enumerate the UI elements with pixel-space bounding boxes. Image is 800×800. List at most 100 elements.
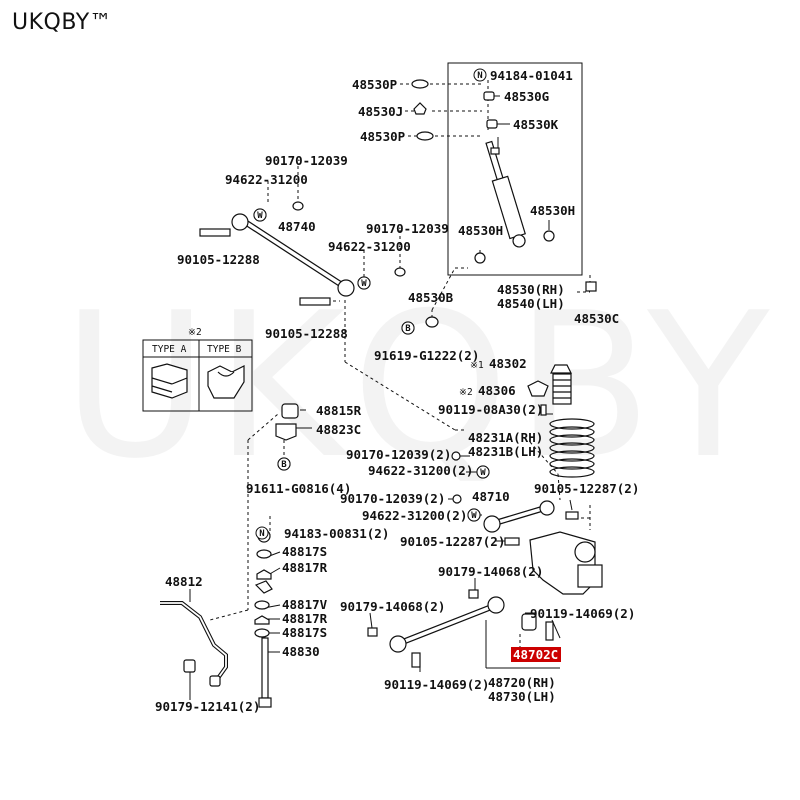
bolt-90105-12288-b-shape [299, 297, 331, 306]
nut-90179-14068-a-shape [468, 589, 479, 599]
label-48740[interactable]: 48740 [278, 219, 316, 234]
bushing-48702c-shape [521, 613, 537, 631]
washer-48817s-a-shape [256, 549, 272, 559]
bolt-90105-12287-a-shape [565, 511, 579, 520]
label-48530k[interactable]: 48530K [513, 117, 559, 132]
label-90105-12288-a[interactable]: 90105-12288 [177, 252, 260, 267]
label-48530p-b[interactable]: 48530P [360, 129, 405, 144]
label-90170-12039-b[interactable]: 90170-12039 [366, 221, 449, 236]
type-a-label: TYPE A [152, 344, 187, 355]
brand-logo-text: UKQBY™ [12, 10, 113, 35]
n-badge-2-icon [255, 526, 269, 540]
w-badge-3-icon [476, 465, 490, 479]
label-48231b-lh[interactable]: 48231B(LH) [468, 444, 543, 459]
w-badge-2-icon [357, 276, 371, 290]
note1-marker: ※1 [470, 360, 484, 371]
w-symbol-4: W [471, 511, 477, 521]
cushion-48530k-shape [486, 119, 498, 129]
n-badge-1-icon [473, 68, 487, 82]
bushing-48817r-b-shape [254, 615, 270, 625]
label-90105-12287-b[interactable]: 90105-12287(2) [400, 534, 505, 549]
label-90179-14068-b[interactable]: 90179-14068(2) [340, 599, 445, 614]
bolt-90119-08a30-shape [540, 404, 547, 416]
label-48530p-top[interactable]: 48530P [352, 77, 397, 92]
label-48830[interactable]: 48830 [282, 644, 320, 659]
bushing-48815r-shape [281, 403, 299, 419]
b-symbol-1: B [405, 324, 411, 334]
n-symbol-2: N [259, 529, 264, 539]
bushing-48530b-shape [425, 316, 439, 328]
lateral-rod-48720-shape [389, 596, 505, 653]
label-48817s-a[interactable]: 48817S [282, 544, 327, 559]
shock-absorber-box [447, 62, 583, 276]
washer-48530p-b-shape [416, 131, 434, 141]
label-48306[interactable]: 48306 [478, 383, 516, 398]
label-90119-14069-a[interactable]: 90119-14069(2) [530, 606, 635, 621]
label-48817v[interactable]: 48817V [282, 597, 328, 612]
label-94183-00831[interactable]: 94183-00831(2) [284, 526, 389, 541]
label-90170-12039-2a[interactable]: 90170-12039(2) [346, 447, 451, 462]
highlight-48702c-box [511, 647, 561, 662]
label-91619-g1222[interactable]: 91619-G1222(2) [374, 348, 479, 363]
label-90170-12039-a[interactable]: 90170-12039 [265, 153, 348, 168]
label-48730-lh[interactable]: 48730(LH) [488, 689, 556, 704]
label-48823c[interactable]: 48823C [316, 422, 361, 437]
label-90170-12039-2b[interactable]: 90170-12039(2) [340, 491, 445, 506]
label-48530h-b[interactable]: 48530H [530, 203, 575, 218]
w-symbol-2: W [361, 279, 367, 289]
b-symbol-2: B [281, 460, 287, 470]
label-48817r-b[interactable]: 48817R [282, 611, 328, 626]
n-symbol-1: N [477, 71, 482, 81]
label-48815r[interactable]: 48815R [316, 403, 362, 418]
label-91611-g0816[interactable]: 91611-G0816(4) [246, 481, 351, 496]
link-48830-end-shape [258, 697, 272, 708]
bolt-90105-12288-a-shape [199, 228, 231, 237]
label-48817r-a[interactable]: 48817R [282, 560, 328, 575]
label-48530g[interactable]: 48530G [504, 89, 549, 104]
part-labels: 48530P 94184-01041 48530G 48530J 48530K … [152, 68, 639, 714]
w-symbol-1: W [257, 211, 263, 221]
label-94184-01041[interactable]: 94184-01041 [490, 68, 573, 83]
label-94622-31200-a[interactable]: 94622-31200 [225, 172, 308, 187]
washer-48817v-shape [254, 600, 270, 610]
bushing-stab-shape [183, 659, 196, 673]
label-48530h-a[interactable]: 48530H [458, 223, 503, 238]
w-badge-4-icon [467, 508, 481, 522]
label-48812[interactable]: 48812 [165, 574, 203, 589]
label-94622-31200-2b[interactable]: 94622-31200(2) [362, 508, 467, 523]
nut-90170-2b-shape [452, 494, 462, 504]
b-badge-2-icon [277, 457, 291, 471]
nut-90179-14068-b-shape [367, 627, 378, 637]
label-90179-14068-a[interactable]: 90179-14068(2) [438, 564, 543, 579]
label-48530b[interactable]: 48530B [408, 290, 454, 305]
label-90119-08a30[interactable]: 90119-08A30(2) [438, 402, 543, 417]
label-48530-rh[interactable]: 48530(RH) [497, 282, 565, 297]
label-90179-12141[interactable]: 90179-12141(2) [155, 699, 260, 714]
label-94622-31200-b[interactable]: 94622-31200 [328, 239, 411, 254]
shock-nut-shape [490, 147, 500, 155]
label-48302[interactable]: 48302 [489, 356, 527, 371]
label-48530c[interactable]: 48530C [574, 311, 619, 326]
bolt-90119-14069-a-shape [545, 621, 554, 641]
type-b-bushing-drawing [207, 365, 245, 399]
label-48817s-b[interactable]: 48817S [282, 625, 327, 640]
type-box-note: ※2 [188, 327, 202, 338]
label-90105-12287-a[interactable]: 90105-12287(2) [534, 481, 639, 496]
cushion-48530g-shape [483, 91, 495, 101]
label-48530j[interactable]: 48530J [358, 104, 403, 119]
bolt-90119-14069-b-shape [411, 652, 421, 668]
label-48720-rh[interactable]: 48720(RH) [488, 675, 556, 690]
label-94622-31200-2a[interactable]: 94622-31200(2) [368, 463, 473, 478]
bump-stop-48302-shape [550, 364, 572, 405]
bushing-48817r-a-shape [256, 569, 272, 580]
label-48710[interactable]: 48710 [472, 489, 510, 504]
label-48540-lh[interactable]: 48540(LH) [497, 296, 565, 311]
lower-arm-48710-shape [483, 500, 555, 533]
label-48231a-rh[interactable]: 48231A(RH) [468, 430, 543, 445]
label-90119-14069-b[interactable]: 90119-14069(2) [384, 677, 489, 692]
upper-arm-48740-shape [231, 213, 355, 297]
label-48702c[interactable]: 48702C [513, 647, 558, 662]
label-90105-12288-b[interactable]: 90105-12288 [265, 326, 348, 341]
